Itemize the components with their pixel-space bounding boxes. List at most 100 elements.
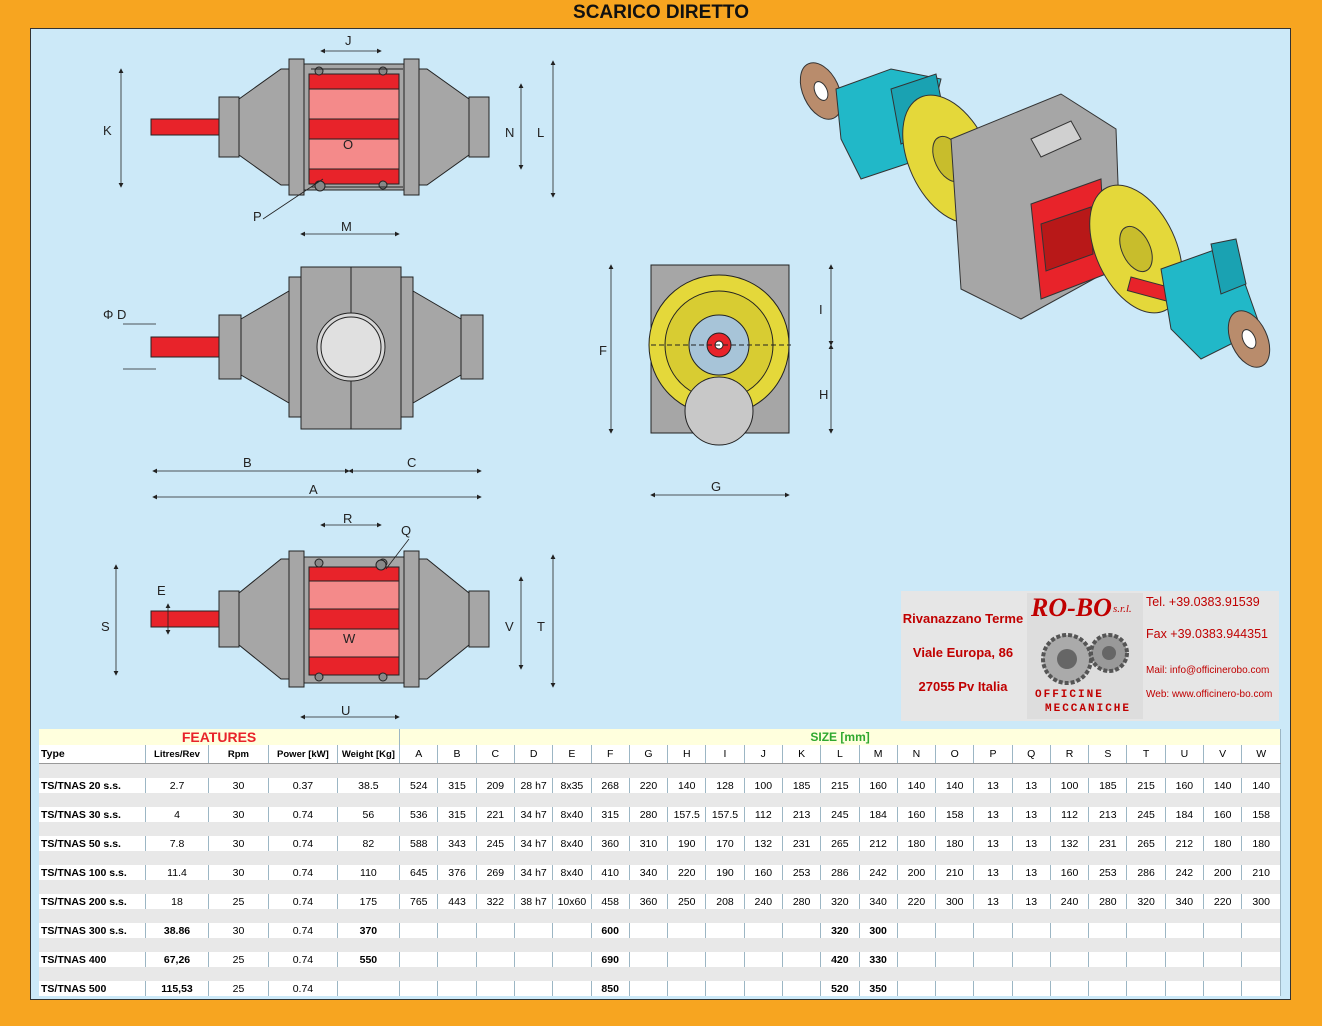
table-cell: TS/TNAS 400	[39, 952, 147, 967]
dim-label: C	[407, 455, 416, 470]
table-cell	[744, 952, 783, 967]
table-cell	[399, 923, 439, 938]
table-cell: 67,26	[145, 952, 209, 967]
table-cell: 0.74	[268, 981, 338, 996]
table-cell	[782, 981, 822, 996]
table-cell: 320	[820, 923, 860, 938]
table-cell: 184	[859, 807, 898, 822]
table-cell: 56	[337, 807, 401, 822]
table-cell: 2.7	[145, 778, 209, 793]
table-cell: 350	[859, 981, 898, 996]
table-cell	[935, 952, 975, 967]
table-cell	[1165, 981, 1205, 996]
table-cell: 34 h7	[514, 807, 554, 822]
table-cell: 170	[705, 836, 745, 851]
table-cell	[782, 923, 822, 938]
table-cell: 286	[1126, 865, 1166, 880]
table-cell: 268	[591, 778, 630, 793]
table-cell: 315	[437, 778, 477, 793]
table-cell: 280	[782, 894, 822, 909]
table-cell: 310	[629, 836, 669, 851]
dim-label: J	[345, 33, 352, 48]
column-header: O	[935, 745, 975, 764]
side-view-dimension-labels: F I H G	[599, 302, 828, 494]
table-cell: 208	[705, 894, 745, 909]
row-spacer	[39, 793, 1281, 807]
column-header: P	[973, 745, 1013, 764]
dim-label: S	[101, 619, 110, 634]
table-cell: 180	[935, 836, 975, 851]
row-spacer	[39, 851, 1281, 865]
table-cell: 8x40	[552, 807, 592, 822]
front-view-drawing	[150, 266, 484, 430]
table-cell: 25	[208, 952, 270, 967]
table-cell: 160	[1050, 865, 1090, 880]
table-cell: 212	[859, 836, 898, 851]
table-cell: 320	[1126, 894, 1166, 909]
table-cell: 8x40	[552, 865, 592, 880]
table-cell: 0.74	[268, 836, 338, 851]
address-zip: 27055 Pv Italia	[918, 679, 1008, 694]
table-cell: TS/TNAS 30 s.s.	[39, 807, 147, 822]
column-header: Q	[1012, 745, 1051, 764]
table-cell: 220	[897, 894, 937, 909]
table-cell: TS/TNAS 20 s.s.	[39, 778, 147, 793]
table-cell	[1012, 923, 1051, 938]
table-cell: 242	[1165, 865, 1205, 880]
page-title: SCARICO DIRETTO	[573, 2, 749, 23]
table-cell: 286	[820, 865, 860, 880]
table-cell: 140	[1241, 778, 1281, 793]
table-cell: 315	[437, 807, 477, 822]
table-cell: 25	[208, 894, 270, 909]
row-spacer	[39, 938, 1281, 952]
table-cell: 140	[897, 778, 937, 793]
top-view-dimensions	[118, 48, 556, 237]
table-cell: 420	[820, 952, 860, 967]
table-cell: 253	[782, 865, 822, 880]
table-cell: 0.74	[268, 807, 338, 822]
side-view-drawing	[648, 264, 791, 446]
table-cell	[399, 981, 439, 996]
table-cell: 245	[820, 807, 860, 822]
table-cell: TS/TNAS 100 s.s.	[39, 865, 147, 880]
table-cell: 13	[1012, 894, 1051, 909]
dim-label: O	[343, 137, 353, 152]
row-spacer	[39, 909, 1281, 923]
column-header: U	[1165, 745, 1205, 764]
table-cell: 360	[591, 836, 630, 851]
row-spacer	[39, 880, 1281, 894]
table-cell: 30	[208, 807, 270, 822]
column-header: W	[1241, 745, 1281, 764]
table-cell: 360	[629, 894, 669, 909]
column-header: S	[1088, 745, 1128, 764]
table-cell: 220	[629, 778, 669, 793]
table-cell	[667, 981, 707, 996]
table-cell	[476, 952, 515, 967]
column-header: G	[629, 745, 669, 764]
table-cell: 645	[399, 865, 439, 880]
top-view-dimension-labels: J K N L O P M	[103, 33, 544, 234]
table-cell: 280	[629, 807, 669, 822]
table-cell: 10x60	[552, 894, 592, 909]
table-cell: 128	[705, 778, 745, 793]
table-cell: 140	[1203, 778, 1243, 793]
table-cell: 215	[820, 778, 860, 793]
contact-mail: Mail: info@officinerobo.com	[1146, 665, 1270, 676]
table-cell: 8x35	[552, 778, 592, 793]
table-cell	[1165, 923, 1205, 938]
table-cell	[1012, 952, 1051, 967]
column-header: A	[399, 745, 439, 764]
column-header: Type	[39, 745, 147, 764]
table-cell: 175	[337, 894, 401, 909]
table-cell: 300	[1241, 894, 1281, 909]
dim-label: B	[243, 455, 252, 470]
table-cell: 0.74	[268, 865, 338, 880]
table-cell: 315	[591, 807, 630, 822]
table-cell	[1050, 981, 1090, 996]
table-cell: 443	[437, 894, 477, 909]
table-cell: 340	[629, 865, 669, 880]
contact-web: Web: www.officinero-bo.com	[1146, 689, 1273, 700]
